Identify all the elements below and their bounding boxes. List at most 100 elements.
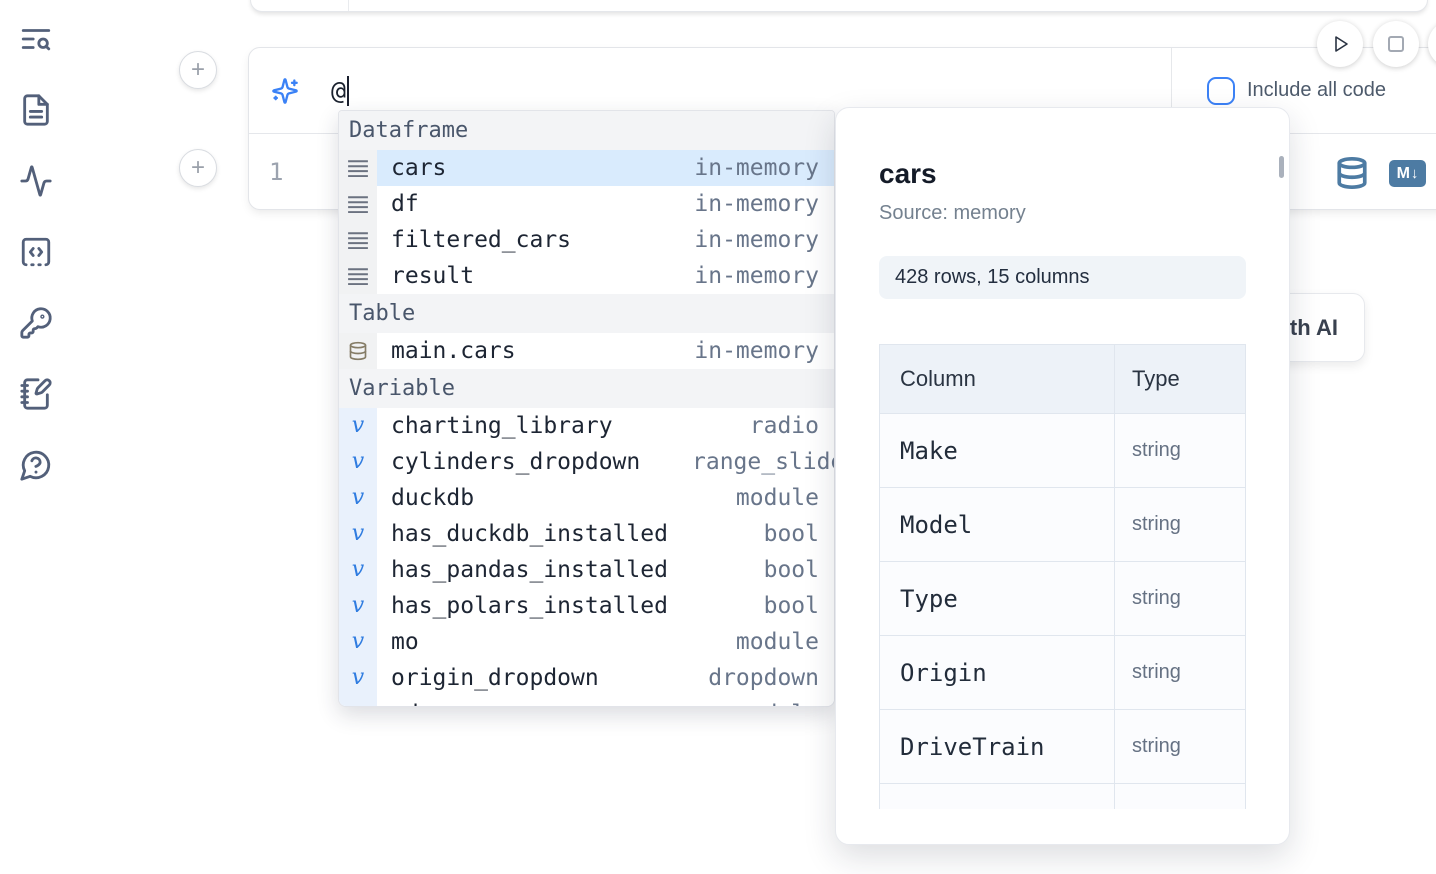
item-type: module bbox=[735, 485, 819, 511]
convert-to-markdown-icon[interactable]: M↓ bbox=[1389, 160, 1426, 187]
column-name: Origin bbox=[900, 658, 987, 687]
completion-item[interactable]: v origin_dropdown dropdown bbox=[339, 660, 834, 696]
stop-cell-button[interactable] bbox=[1373, 21, 1419, 67]
column-header: Column bbox=[880, 345, 1115, 413]
markdown-arrow: ↓ bbox=[1410, 165, 1419, 182]
column-type: string bbox=[1132, 513, 1181, 535]
item-type: module bbox=[735, 629, 819, 655]
completion-item[interactable]: result in-memory bbox=[339, 258, 834, 294]
variable-icon: v bbox=[339, 660, 377, 696]
stop-icon bbox=[1388, 36, 1404, 52]
popup-scrollbar[interactable] bbox=[1279, 156, 1284, 178]
sidebar bbox=[18, 22, 58, 519]
item-type: dropdown bbox=[708, 665, 819, 691]
column-type: string bbox=[1132, 439, 1181, 461]
shape-badge: 428 rows, 15 columns bbox=[879, 256, 1246, 299]
play-icon bbox=[1335, 36, 1348, 52]
column-name: Make bbox=[900, 436, 958, 465]
variable-icon: v bbox=[339, 624, 377, 660]
variable-icon: v bbox=[339, 480, 377, 516]
item-type: in-memory bbox=[694, 155, 819, 181]
clipped-action-button[interactable] bbox=[1428, 21, 1436, 67]
item-label: df bbox=[391, 191, 419, 217]
section-header-table: Table bbox=[339, 294, 834, 333]
text-search-icon[interactable] bbox=[18, 22, 54, 58]
variable-icon: v bbox=[339, 408, 377, 444]
schema-row-partial bbox=[879, 784, 1246, 809]
column-name: DriveTrain bbox=[900, 732, 1045, 761]
schema-row: Type string bbox=[879, 562, 1246, 636]
code-block-icon[interactable] bbox=[18, 235, 54, 271]
schema-row: Make string bbox=[879, 414, 1246, 488]
notebook-pen-icon[interactable] bbox=[18, 377, 54, 413]
add-cell-button[interactable]: + bbox=[179, 149, 217, 187]
item-label: cylinders_dropdown bbox=[391, 449, 641, 475]
include-all-code-checkbox[interactable] bbox=[1207, 76, 1235, 105]
line-number: 1 bbox=[269, 157, 284, 186]
schema-table: Column Type Make string Model string Typ… bbox=[879, 344, 1246, 809]
prompt-text: @ bbox=[331, 76, 347, 105]
run-cell-button[interactable] bbox=[1317, 21, 1363, 67]
item-label: main.cars bbox=[391, 338, 516, 364]
column-type: string bbox=[1132, 735, 1181, 757]
item-label: origin_dropdown bbox=[391, 665, 599, 691]
item-type: in-memory bbox=[694, 191, 819, 217]
item-type: range_slider bbox=[692, 449, 834, 475]
column-type: string bbox=[1132, 587, 1181, 609]
item-type: bool bbox=[763, 521, 819, 547]
code-editor-row[interactable]: 1 M↓ bbox=[249, 134, 1436, 209]
dataframe-icon bbox=[339, 150, 377, 186]
type-header: Type bbox=[1132, 366, 1180, 391]
item-type: in-memory bbox=[694, 263, 819, 289]
column-name: Model bbox=[900, 510, 973, 539]
item-label: has_pandas_installed bbox=[391, 557, 668, 583]
add-cell-button[interactable]: + bbox=[179, 51, 217, 89]
convert-to-sql-icon[interactable] bbox=[1335, 154, 1369, 192]
schema-row: Origin string bbox=[879, 636, 1246, 710]
completion-item[interactable]: df in-memory bbox=[339, 186, 834, 222]
column-name: Type bbox=[900, 584, 958, 613]
schema-row: Model string bbox=[879, 488, 1246, 562]
item-type: bool bbox=[763, 557, 819, 583]
item-type: in-memory bbox=[694, 227, 819, 253]
variable-icon: v bbox=[339, 696, 377, 706]
variable-icon: v bbox=[339, 516, 377, 552]
sparkles-icon bbox=[272, 77, 298, 104]
section-header-dataframe: Dataframe bbox=[339, 111, 834, 150]
schema-header-row: Column Type bbox=[879, 344, 1246, 414]
dataframe-icon bbox=[339, 186, 377, 222]
completion-item[interactable]: v pd module bbox=[339, 696, 834, 706]
item-label: pd bbox=[391, 701, 419, 706]
item-label: mo bbox=[391, 629, 419, 655]
item-type: radio bbox=[749, 413, 819, 439]
completion-item[interactable]: v charting_library radio bbox=[339, 408, 834, 444]
key-icon[interactable] bbox=[18, 306, 54, 342]
file-text-icon[interactable] bbox=[18, 93, 54, 129]
gutter-divider bbox=[348, 0, 349, 11]
item-label: result bbox=[391, 263, 475, 289]
item-type: in-memory bbox=[694, 338, 819, 364]
ai-prompt-input[interactable]: @ bbox=[331, 75, 350, 106]
completion-item[interactable]: v has_duckdb_installed bool bbox=[339, 516, 834, 552]
item-label: has_duckdb_installed bbox=[391, 521, 668, 547]
markdown-m: M bbox=[1396, 164, 1410, 182]
item-label: charting_library bbox=[391, 413, 613, 439]
popup-title: cars bbox=[879, 158, 937, 189]
completion-item[interactable]: v mo module bbox=[339, 624, 834, 660]
item-type: bool bbox=[763, 593, 819, 619]
help-chat-icon[interactable] bbox=[18, 448, 54, 484]
section-header-variable: Variable bbox=[339, 369, 834, 408]
completion-item[interactable]: main.cars in-memory bbox=[339, 333, 834, 369]
activity-icon[interactable] bbox=[18, 164, 54, 200]
variable-icon: v bbox=[339, 444, 377, 480]
item-type: module bbox=[736, 701, 834, 706]
schema-row: DriveTrain string bbox=[879, 710, 1246, 784]
completion-item[interactable]: v cylinders_dropdown range_slider bbox=[339, 444, 834, 480]
